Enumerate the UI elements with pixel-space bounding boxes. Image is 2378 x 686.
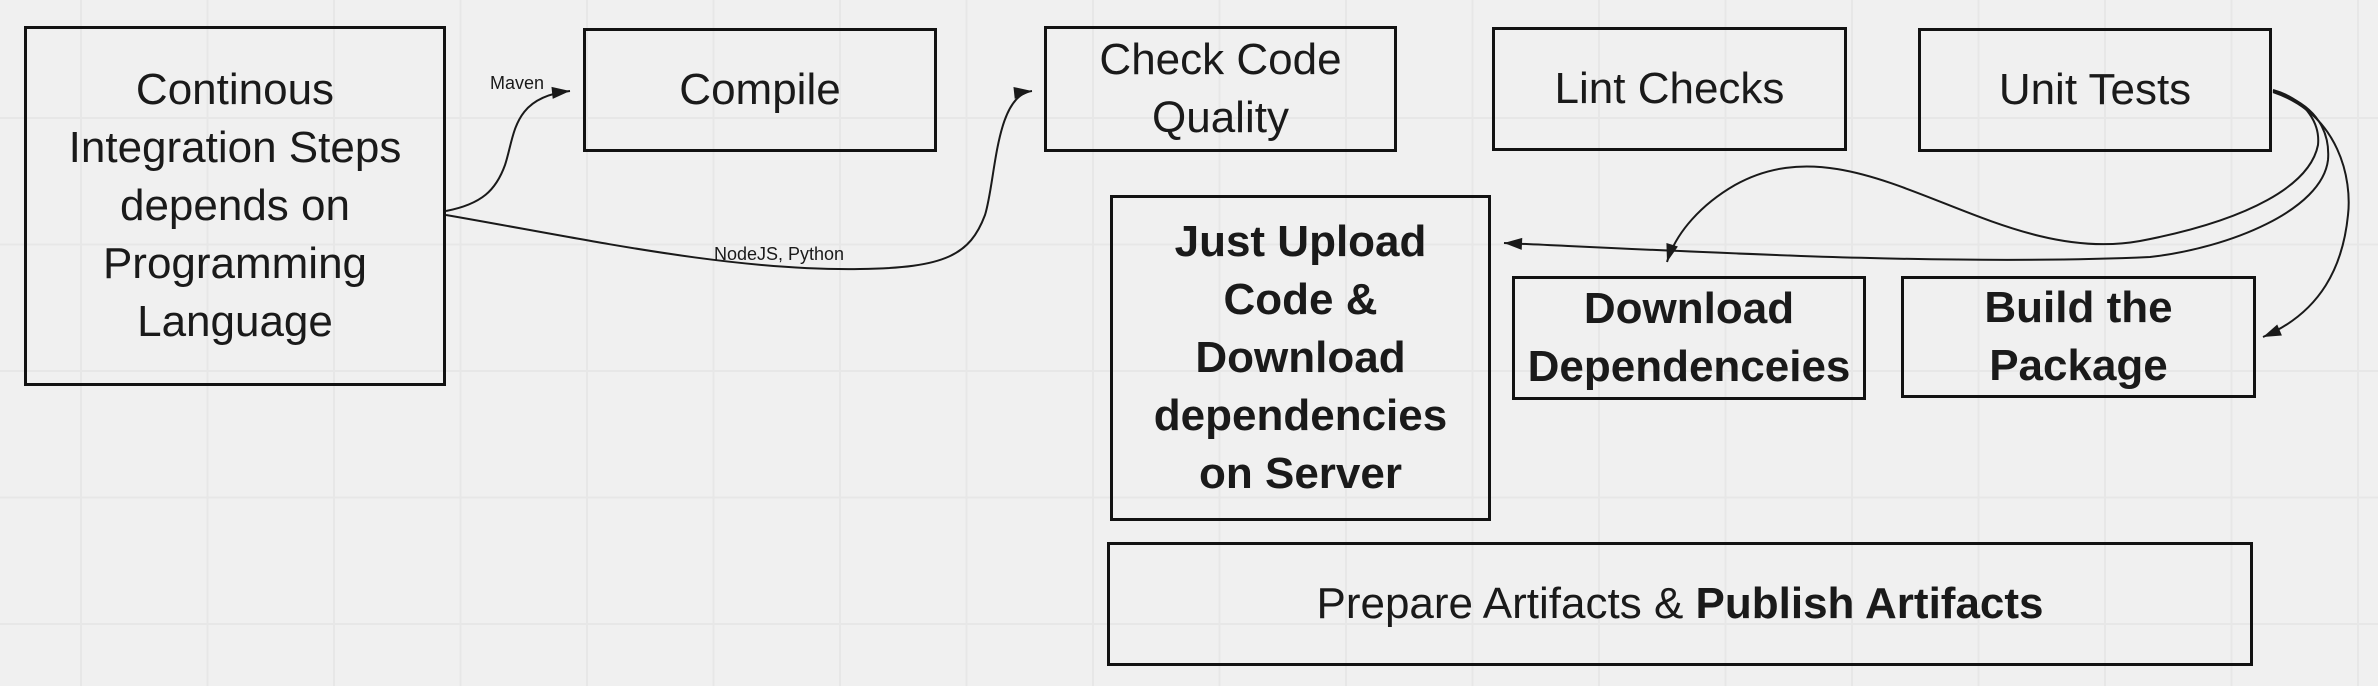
publish-artifacts-text: Publish Artifacts: [1695, 578, 2044, 628]
prepare-artifacts-text: Prepare Artifacts &: [1316, 578, 1696, 628]
node-lint-checks[interactable]: Lint Checks: [1492, 27, 1847, 151]
edge-ci-to-compile-maven[interactable]: [445, 86, 571, 212]
node-download-dependencies[interactable]: Download Dependenceies: [1512, 276, 1866, 400]
node-unit-tests[interactable]: Unit Tests: [1918, 28, 2272, 152]
edge-label-nodejs-python[interactable]: NodeJS, Python: [713, 244, 845, 264]
edge-unit-tests-to-build-package[interactable]: [2262, 91, 2350, 338]
edge-label-maven[interactable]: Maven: [489, 73, 545, 93]
node-build-the-package[interactable]: Build the Package: [1901, 276, 2256, 398]
node-check-code-quality[interactable]: Check Code Quality: [1044, 26, 1397, 152]
node-continuous-integration-steps[interactable]: Continous Integration Steps depends on P…: [24, 26, 446, 386]
node-compile[interactable]: Compile: [583, 28, 937, 152]
node-upload-code-download-dependencies[interactable]: Just Upload Code & Download dependencies…: [1110, 195, 1491, 521]
node-prepare-publish-artifacts[interactable]: Prepare Artifacts & Publish Artifacts: [1107, 542, 2253, 666]
